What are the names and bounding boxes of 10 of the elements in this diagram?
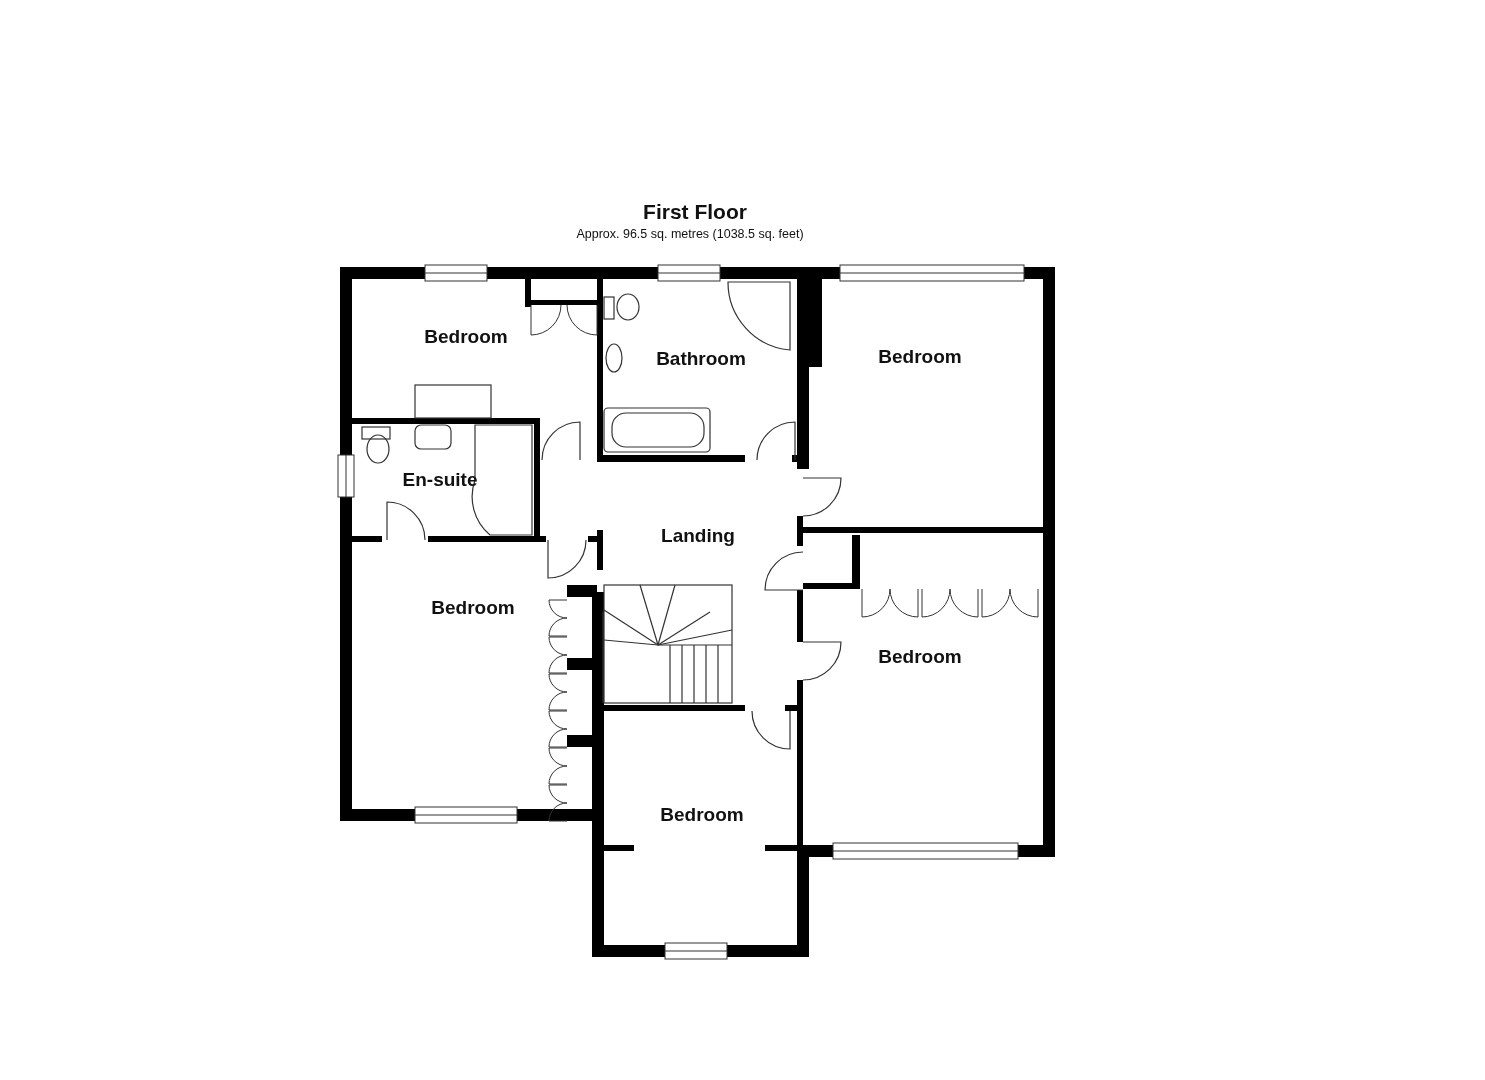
room-label: Bedroom [878, 646, 962, 668]
room-label: Bathroom [656, 348, 746, 370]
room-label: Bedroom [431, 597, 515, 619]
floor-title: First Floor [642, 200, 748, 224]
room-label: Bedroom [878, 346, 962, 368]
floor-area-caption: Approx. 96.5 sq. metres (1038.5 sq. feet) [575, 227, 805, 241]
room-label: Landing [661, 525, 735, 547]
room-label: Bedroom [660, 804, 744, 826]
room-label: En-suite [402, 469, 478, 491]
room-label: Bedroom [424, 326, 508, 348]
